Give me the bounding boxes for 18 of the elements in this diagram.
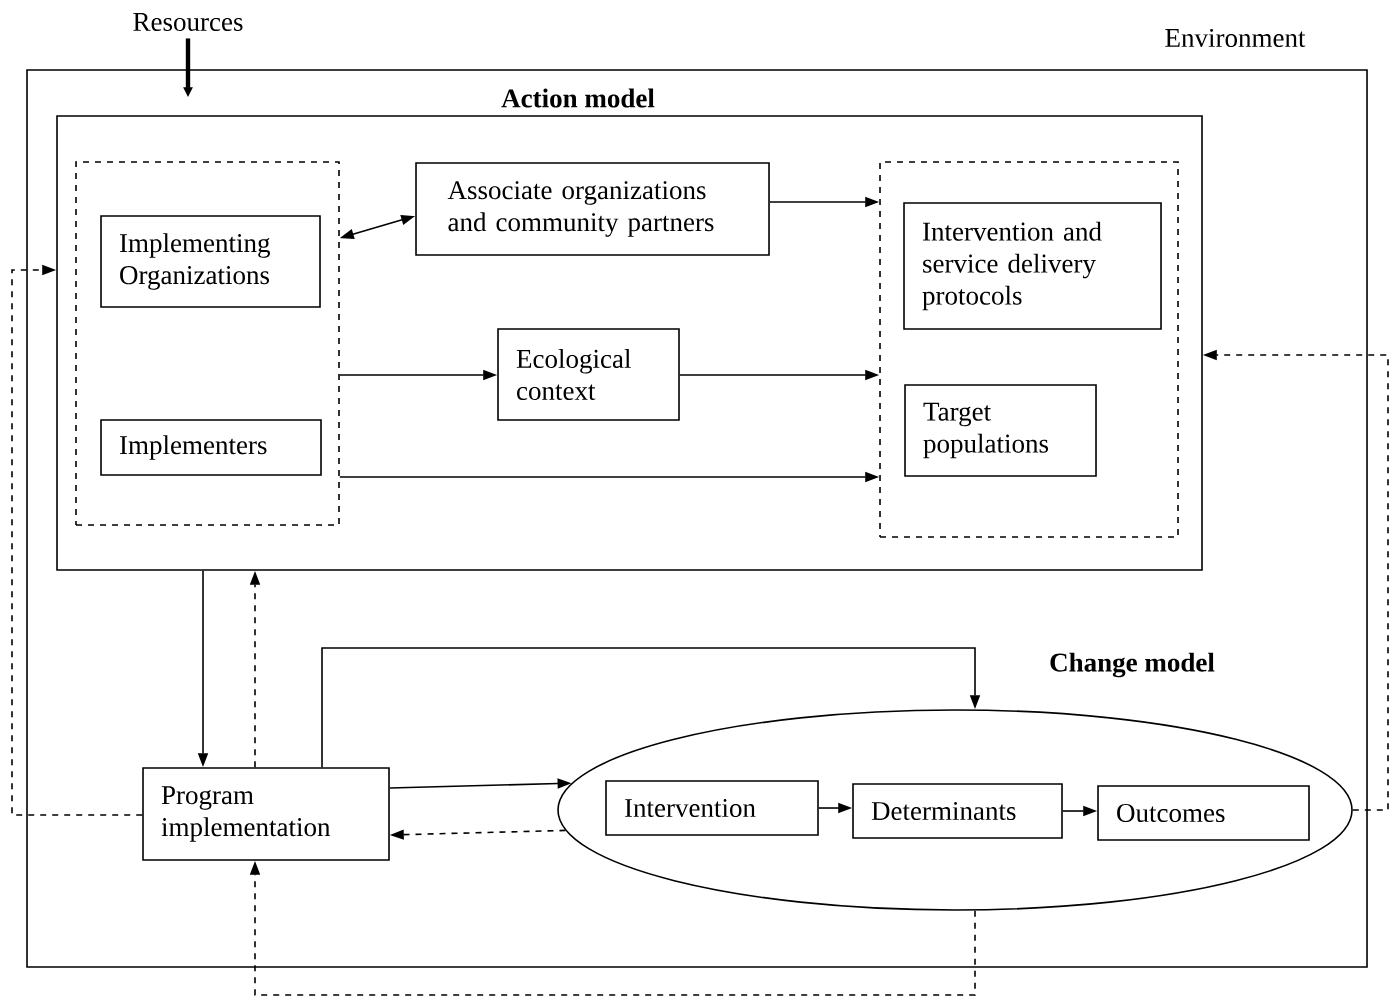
text-box: Implementing Organizations	[100, 215, 321, 308]
arrow	[11, 264, 143, 816]
text-box: Outcomes	[1097, 785, 1310, 841]
text-box: Intervention and service delivery protocols	[903, 202, 1162, 330]
text-box: Target populations	[904, 384, 1097, 477]
heading: Action model	[501, 88, 655, 108]
text-box: Ecological context	[497, 328, 680, 421]
text-box: Associate organizations and community partners	[415, 162, 770, 256]
arrow	[321, 647, 981, 768]
dashed-group-box	[75, 161, 340, 526]
text-box: Implementers	[100, 419, 322, 476]
text-box: Intervention	[605, 780, 819, 836]
text-box: Determinants	[852, 783, 1063, 839]
heading: Change model	[1050, 652, 1215, 678]
text-box: Program implementation	[142, 767, 390, 861]
dashed-group-box	[879, 161, 1179, 538]
resource-label: Resources	[133, 13, 243, 31]
heading: Environment	[1165, 28, 1306, 48]
